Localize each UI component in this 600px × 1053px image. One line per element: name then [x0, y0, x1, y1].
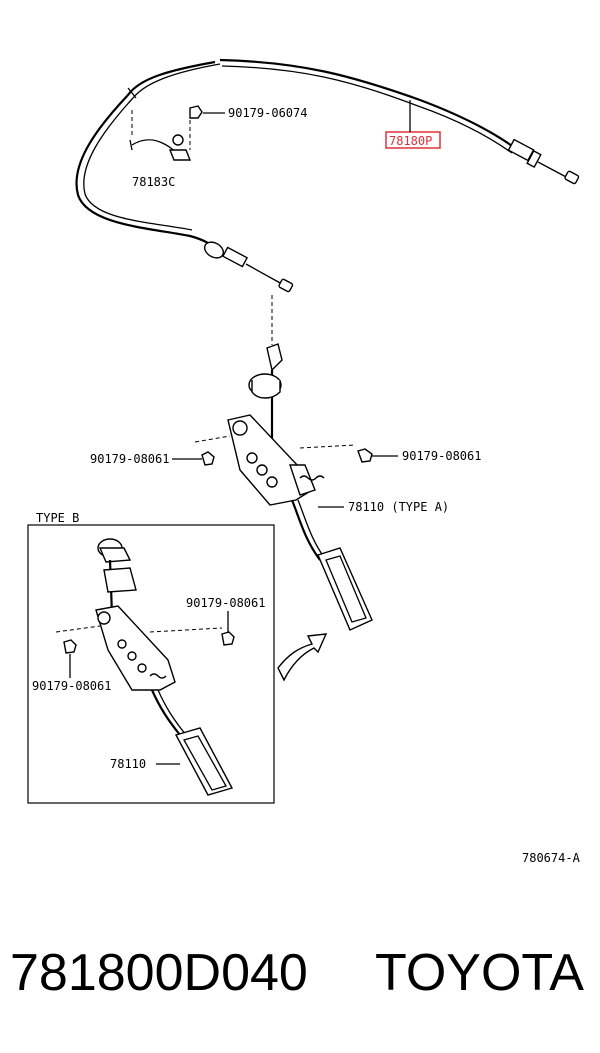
label-nut-b-upper: 90179-08061 — [186, 596, 265, 610]
cable-clamp — [129, 110, 192, 161]
arrow-icon — [277, 633, 328, 682]
label-type-b: TYPE B — [36, 511, 79, 525]
label-clamp: 78183C — [132, 175, 175, 189]
brand-name: TOYOTA — [375, 944, 584, 1002]
part-number: 781800D040 — [10, 944, 308, 1002]
label-cable: 78180P — [389, 134, 432, 148]
label-pedal-b: 78110 — [110, 757, 146, 771]
cable-end-lower — [203, 241, 294, 293]
accelerator-cable — [75, 58, 580, 345]
label-nut-right-a: 90179-08061 — [402, 449, 481, 463]
nut-left-a — [172, 451, 215, 466]
label-nut-b-lower: 90179-08061 — [32, 679, 111, 693]
label-pedal-a: 78110 (TYPE A) — [348, 500, 449, 514]
label-nut-top: 90179-06074 — [228, 106, 307, 120]
label-diagram-code: 780674-A — [522, 851, 581, 865]
nut-b-lower — [63, 639, 77, 678]
nut-top — [189, 105, 225, 119]
highlight-box — [385, 131, 441, 149]
nut-right-a — [357, 448, 398, 463]
label-nut-left-a: 90179-08061 — [90, 452, 169, 466]
pedal-assembly-type-a — [227, 343, 373, 631]
type-b-frame — [27, 524, 275, 804]
cable-end-right — [507, 138, 580, 185]
nut-b-upper — [221, 611, 235, 646]
pedal-assembly-type-b — [95, 538, 234, 796]
